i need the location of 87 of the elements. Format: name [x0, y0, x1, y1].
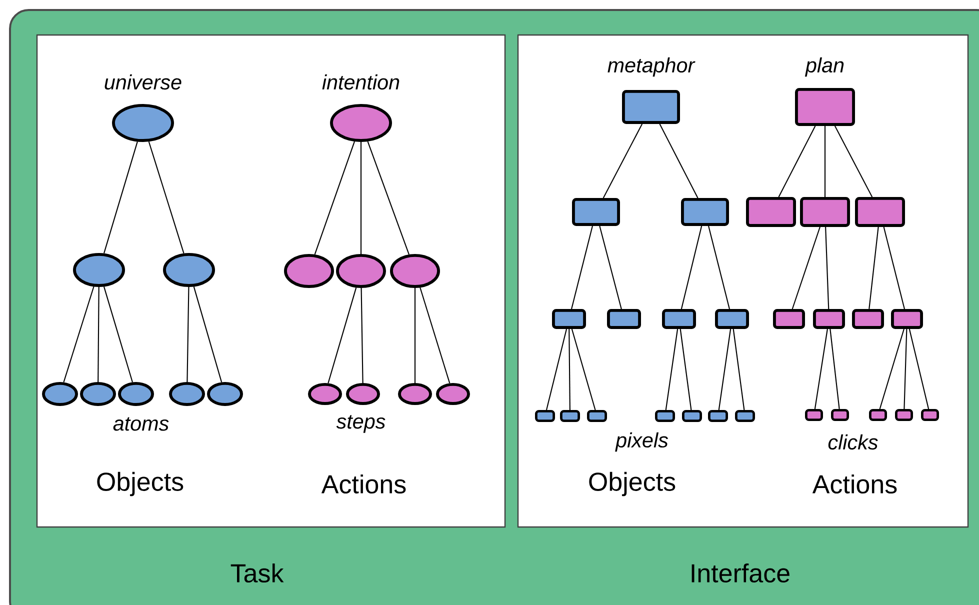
tree-line [103, 286, 133, 382]
tree-box [921, 409, 939, 421]
tree-line [328, 288, 357, 384]
tree-box [715, 308, 749, 329]
tree-box [869, 409, 887, 421]
tree-box [773, 308, 805, 329]
node-label: intention [322, 74, 400, 90]
level-label: clicks [828, 434, 878, 450]
tree-line [148, 142, 184, 254]
tree-line [659, 124, 698, 198]
tree-line [883, 226, 905, 310]
tree-box [855, 196, 905, 227]
tree-line [571, 328, 596, 410]
column-title: Objects [97, 472, 184, 496]
node-label: universe [104, 74, 182, 90]
tree-line [98, 286, 100, 382]
tree-line [825, 226, 830, 310]
tree-line [708, 226, 730, 310]
tree-line [602, 124, 643, 198]
level-label: pixels [615, 432, 668, 452]
tree-line [193, 286, 222, 382]
tree-box [813, 308, 845, 329]
tree-line [718, 328, 732, 410]
tree-box [708, 410, 728, 422]
tree-box [831, 409, 849, 421]
tree-box [587, 410, 607, 422]
tree-line [732, 328, 745, 410]
tree-line [792, 226, 820, 310]
tree-line [546, 328, 568, 410]
tree-box [805, 409, 823, 421]
tree-box [535, 410, 555, 422]
tree-line [367, 141, 410, 255]
tree-box [681, 198, 729, 226]
tree-box [552, 308, 586, 329]
tree-line [186, 286, 190, 382]
tree-box [800, 196, 850, 227]
column-title: Objects [589, 472, 676, 496]
tree-ellipse [390, 254, 440, 288]
tree-line [778, 126, 816, 198]
tree-ellipse [336, 254, 386, 288]
tree-line [420, 287, 450, 384]
tree-line [680, 328, 692, 410]
tree-ellipse [112, 104, 174, 142]
tree-line [908, 328, 930, 410]
tree-line [103, 142, 138, 254]
tree-box [560, 410, 580, 422]
tree-line [571, 226, 593, 310]
tree-box [607, 308, 641, 329]
tree-box [735, 410, 755, 422]
tree-line [665, 328, 678, 410]
tree-box [795, 88, 855, 126]
level-label: atoms [113, 417, 169, 431]
node-label: metaphor [608, 57, 696, 77]
tree-box [572, 198, 620, 226]
tree-line [360, 142, 362, 254]
column-title: Actions [812, 474, 897, 494]
node-label: plan [804, 57, 844, 77]
tree-box [662, 308, 696, 329]
tree-line [568, 328, 570, 410]
level-label: steps [336, 415, 386, 433]
tree-box [891, 308, 923, 329]
column-title: Actions [321, 474, 406, 494]
tree-line [414, 288, 416, 383]
tree-ellipse [330, 104, 392, 142]
tree-line [360, 288, 364, 383]
tree-box [622, 90, 680, 124]
tree-box [746, 196, 796, 227]
tree-line [599, 226, 622, 310]
tree-box [895, 409, 913, 421]
tree-line [868, 226, 879, 310]
tree-ellipse [163, 252, 215, 287]
tree-box [852, 308, 884, 329]
tree-line [834, 126, 873, 198]
tree-line [830, 328, 840, 410]
tree-line [314, 141, 355, 255]
panel-title: Interface [692, 563, 790, 583]
tree-line [63, 286, 94, 382]
tree-line [879, 328, 904, 410]
tree-ellipse [73, 252, 125, 287]
tree-box [655, 410, 675, 422]
panel-title: Task [230, 563, 284, 583]
tree-line [814, 328, 828, 410]
tree-box [682, 410, 702, 422]
tree-line [680, 226, 702, 310]
tree-line [904, 328, 908, 409]
tree-ellipse [284, 254, 334, 288]
tree-line [824, 126, 826, 197]
